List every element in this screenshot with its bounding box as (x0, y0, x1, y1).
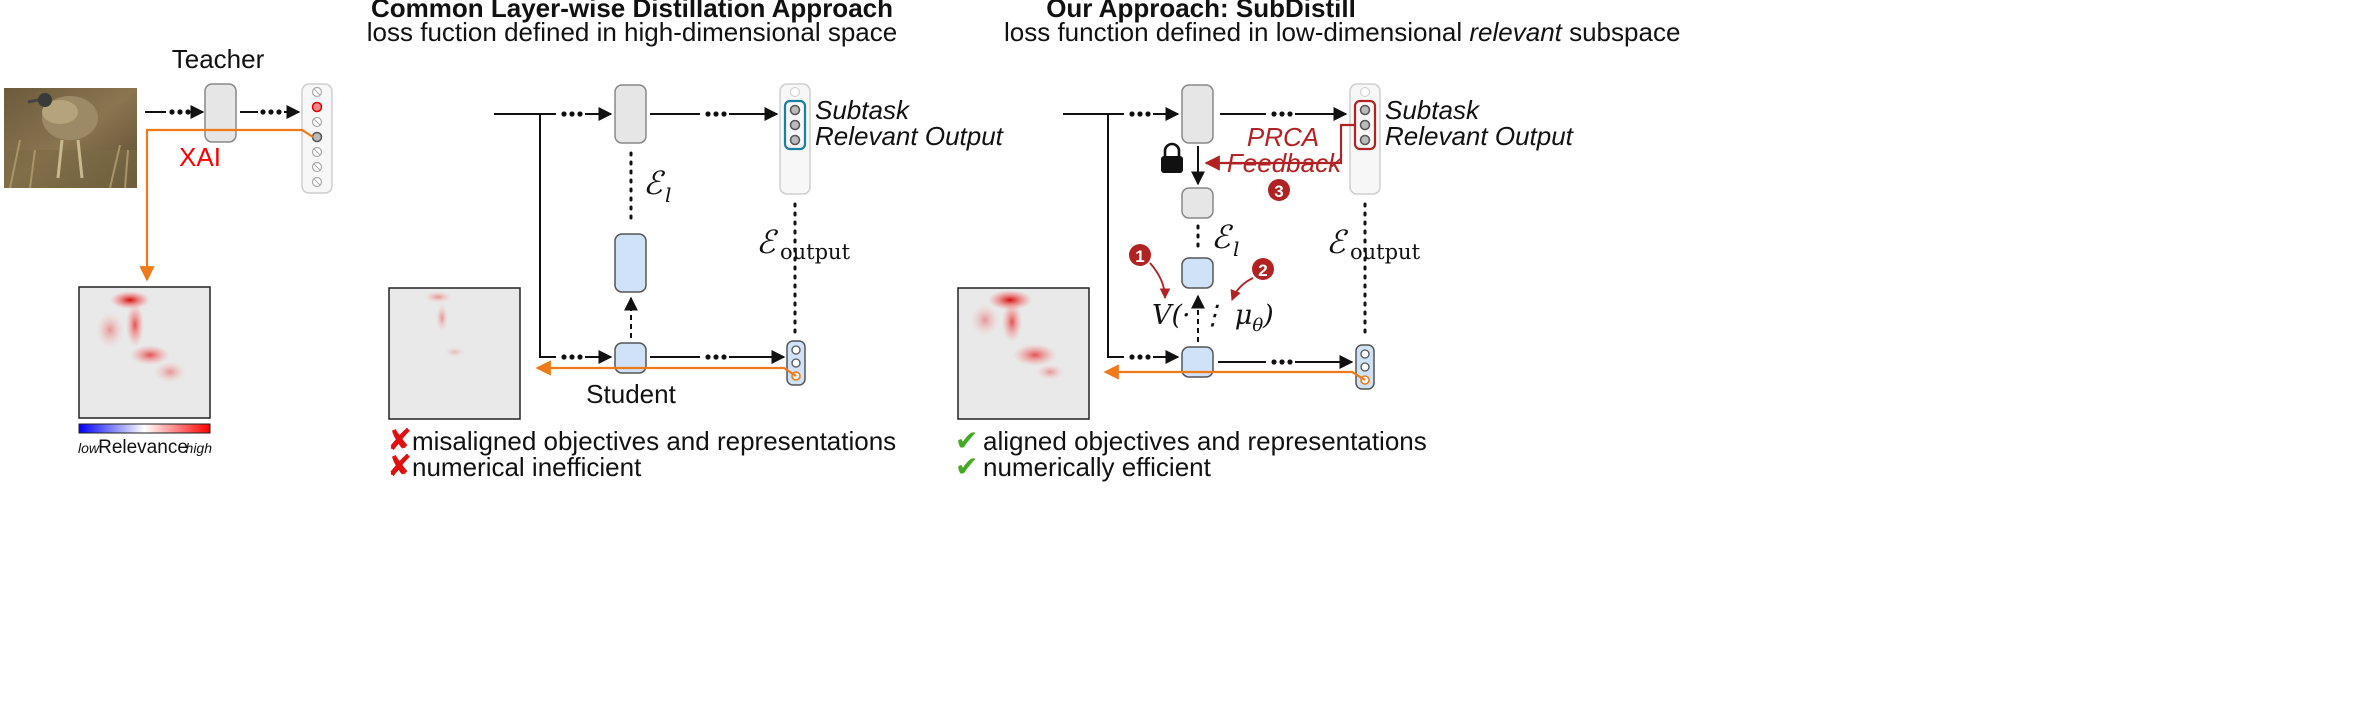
ours-subtask-line2: Relevant Output (1385, 121, 1575, 151)
ours-e-output: ℰ (1326, 223, 1349, 261)
ellipsis-icon (169, 109, 191, 115)
ours-bullet-2: ✔ numerically efficient (955, 450, 1212, 483)
step-1-arrow (1149, 262, 1171, 300)
svg-text:1: 1 (1135, 247, 1144, 266)
cross-icon: ✘ (387, 449, 412, 484)
ellipsis-icon (705, 111, 727, 117)
svg-text:3: 3 (1274, 182, 1283, 201)
ours-student-heatmap (957, 287, 1090, 420)
common-bullet-1-text: misaligned objectives and representation… (412, 426, 896, 456)
ours-subtitle: loss function defined in low-dimensional… (1004, 17, 1680, 47)
legend-high-label: high (186, 440, 213, 456)
xai-relevance-path (139, 128, 314, 282)
input-bird-image (4, 88, 137, 189)
common-e-layer: ℰ (643, 164, 666, 202)
teacher-label: Teacher (172, 44, 265, 74)
step-3-badge: 3 (1268, 179, 1290, 201)
teacher-relevance-heatmap (78, 286, 211, 419)
ellipsis-icon (1129, 354, 1151, 360)
common-bullet-2-text: numerical inefficient (412, 452, 642, 482)
teacher-panel: Teacher XAI (4, 44, 333, 458)
common-branch-line (539, 114, 556, 358)
common-bullet-2: ✘ numerical inefficient (387, 449, 642, 484)
ours-subtask-line1: Subtask (1385, 95, 1481, 125)
legend-low-label: low (78, 440, 100, 456)
ellipsis-icon (561, 354, 583, 360)
common-subtask-line1: Subtask (815, 95, 911, 125)
cross-icon: ✘ (387, 423, 412, 458)
common-student-projection-block (614, 233, 647, 293)
common-title: Common Layer-wise Distillation Approach (371, 0, 893, 23)
step-1-badge: 1 (1129, 244, 1151, 266)
ours-title: Our Approach: SubDistill (1046, 0, 1356, 23)
lock-icon (1161, 142, 1183, 173)
legend-title: Relevance (98, 437, 188, 458)
xai-label: XAI (179, 142, 221, 172)
check-icon: ✔ (955, 450, 978, 483)
relevance-colorbar (78, 423, 211, 434)
step-2-arrow (1230, 277, 1254, 302)
ours-student-block (1181, 346, 1214, 378)
ours-teacher-block (1181, 84, 1214, 144)
common-e-output-sub: output (780, 240, 851, 264)
ours-e-layer: ℰ (1211, 218, 1234, 256)
common-teacher-block (614, 84, 647, 144)
ours-e-layer-sub: l (1233, 237, 1239, 261)
common-e-output: ℰ (756, 223, 779, 261)
ellipsis-icon (705, 354, 727, 360)
common-student-relevance-path (535, 360, 797, 377)
check-icon: ✔ (955, 424, 978, 457)
common-student-label: Student (586, 379, 676, 409)
ellipsis-icon (1271, 111, 1293, 117)
projection-formula: V(· ⋮ μθ) (1152, 300, 1274, 336)
ellipsis-icon (1271, 359, 1293, 365)
ours-e-output-sub: output (1350, 240, 1421, 264)
ellipsis-icon (1129, 111, 1151, 117)
prca-label-line2: Feedback (1227, 148, 1343, 178)
ours-branch-line (1107, 114, 1124, 358)
common-e-layer-sub: l (665, 183, 671, 207)
common-subtask-line2: Relevant Output (815, 121, 1005, 151)
teacher-block (204, 83, 237, 143)
common-student-block (614, 342, 647, 374)
step-2-badge: 2 (1252, 258, 1274, 280)
ours-bullet-1-text: aligned objectives and representations (983, 426, 1427, 456)
common-approach-panel: Common Layer-wise Distillation Approach … (367, 0, 1005, 484)
prca-feedback-arrow (1204, 123, 1355, 171)
svg-text:2: 2 (1258, 261, 1267, 280)
ours-teacher-projection-block (1181, 187, 1214, 219)
common-subtitle: loss fuction defined in high-dimensional… (367, 17, 897, 47)
ours-bullet-2-text: numerically efficient (983, 452, 1212, 482)
ellipsis-icon (260, 109, 282, 115)
ours-student-projection-block (1181, 257, 1214, 289)
subdistill-panel: Our Approach: SubDistill loss function d… (955, 0, 1680, 483)
common-subtask-highlight (783, 99, 807, 151)
common-bullet-1: ✘ misaligned objectives and representati… (387, 423, 896, 458)
ours-bullet-1: ✔ aligned objectives and representations (955, 424, 1427, 457)
ours-student-relevance-path (1103, 364, 1366, 381)
prca-label-line1: PRCA (1247, 122, 1319, 152)
common-student-heatmap (388, 287, 521, 420)
ellipsis-icon (561, 111, 583, 117)
output-neurons (311, 86, 323, 188)
